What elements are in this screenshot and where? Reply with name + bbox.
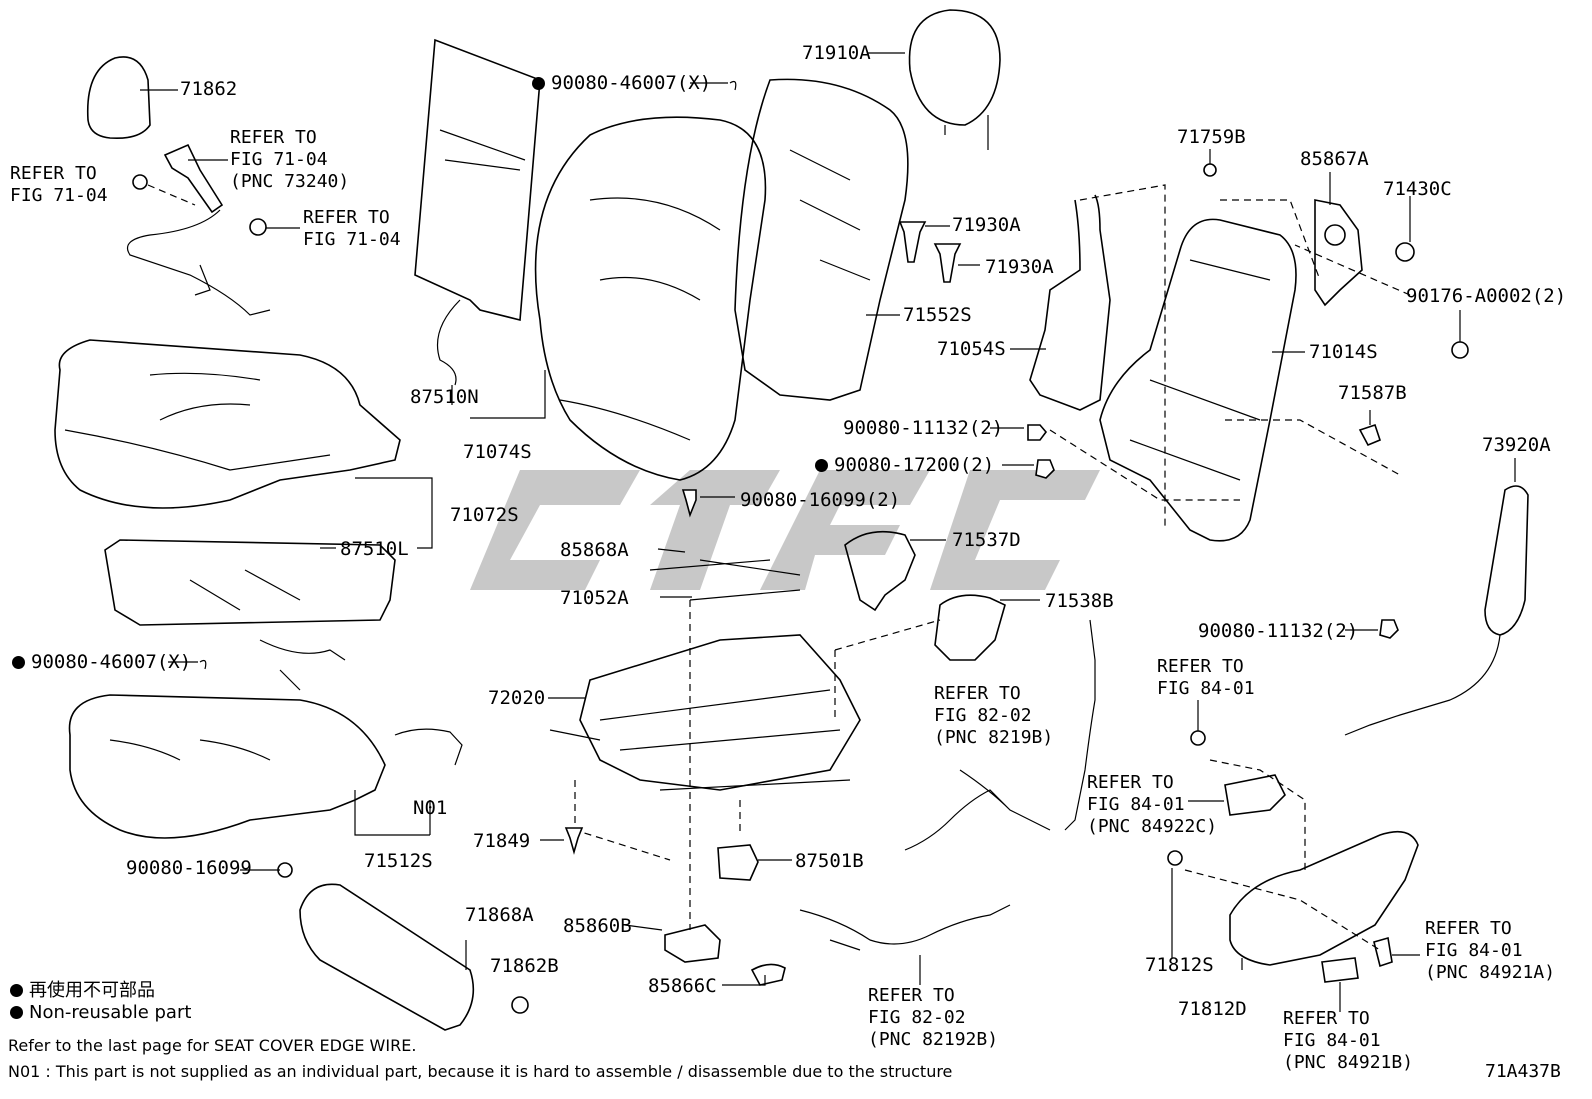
label-90080-16099-2[interactable]: 90080-16099(2) — [740, 489, 901, 511]
label-71812S[interactable]: 71812S — [1145, 954, 1214, 976]
part-number-text: 90080-46007(X) — [31, 651, 192, 673]
legend-jp-text: 再使用不可部品 — [29, 980, 155, 1001]
label-85860B[interactable]: 85860B — [563, 915, 632, 937]
note-n01: N01 : This part is not supplied as an in… — [8, 1062, 953, 1081]
label-85866C[interactable]: 85866C — [648, 975, 717, 997]
label-85868A[interactable]: 85868A — [560, 539, 629, 561]
diagram-id: 71A437B — [1485, 1061, 1561, 1082]
bracket-71538B-shape — [934, 594, 1006, 661]
label-90176-A0002[interactable]: 90176-A0002(2) — [1406, 285, 1567, 307]
label-N01[interactable]: N01 — [413, 797, 448, 819]
label-72020[interactable]: 72020 — [488, 687, 546, 709]
label-71512S[interactable]: 71512S — [364, 850, 433, 872]
clip-71587B-shape — [1358, 423, 1381, 447]
watermark — [470, 470, 1100, 590]
label-71430C[interactable]: 71430C — [1383, 178, 1452, 200]
side-airbag-shape — [1484, 485, 1529, 636]
label-87510N[interactable]: 87510N — [410, 386, 479, 408]
refer-fig-71-04-pnc-73240[interactable]: REFER TO FIG 71-04 (PNC 73240) — [230, 127, 350, 192]
nut-71759B-shape — [1203, 163, 1217, 177]
label-71849[interactable]: 71849 — [473, 830, 531, 852]
label-90080-11132-a[interactable]: 90080-11132(2) — [843, 417, 1004, 439]
part-number-text: 90080-46007(X) — [551, 72, 712, 94]
buckle-shape — [163, 143, 224, 214]
side-trim-shape — [299, 883, 475, 1031]
legend-jp: 再使用不可部品 — [10, 976, 155, 1002]
non-reusable-dot — [815, 459, 828, 472]
label-90080-17200[interactable]: 90080-17200(2) — [815, 454, 994, 476]
legend-dot-icon — [10, 984, 23, 997]
label-71052A[interactable]: 71052A — [560, 587, 629, 609]
refer-fig-71-04-left[interactable]: REFER TO FIG 71-04 — [10, 163, 108, 206]
non-reusable-dot — [532, 77, 545, 90]
note-edge-wire: Refer to the last page for SEAT COVER ED… — [8, 1036, 417, 1055]
legend-en-text: Non-reusable part — [29, 1002, 192, 1023]
label-90080-16099[interactable]: 90080-16099 — [126, 857, 252, 879]
label-71930A-2[interactable]: 71930A — [985, 256, 1054, 278]
guide-shape-1 — [898, 221, 927, 263]
lumbar-motor-shape — [1314, 199, 1363, 307]
side-cover-71812D-shape — [1229, 830, 1419, 966]
label-85867A[interactable]: 85867A — [1300, 148, 1369, 170]
heater-mat-shape — [104, 539, 396, 626]
refer-fig-71-04-right[interactable]: REFER TO FIG 71-04 — [303, 207, 401, 250]
side-bracket-shape — [1029, 194, 1111, 411]
module-87501B-shape — [717, 844, 759, 881]
label-71538B[interactable]: 71538B — [1045, 590, 1114, 612]
label-71862B[interactable]: 71862B — [490, 955, 559, 977]
refer-fig-84-01-pnc-84921b[interactable]: REFER TO FIG 84-01 (PNC 84921B) — [1283, 1008, 1414, 1073]
label-87501B[interactable]: 87501B — [795, 850, 864, 872]
refer-fig-84-01-pnc-84922c[interactable]: REFER TO FIG 84-01 (PNC 84922C) — [1087, 772, 1218, 837]
cap-84921A-shape — [1373, 936, 1393, 968]
bracket-71537D-shape — [844, 530, 916, 612]
cushion-pad-shape — [68, 694, 386, 839]
label-71862[interactable]: 71862 — [180, 78, 238, 100]
seat-cushion-shape — [54, 339, 401, 509]
headrest-shape — [908, 9, 1001, 126]
label-90080-46007-left[interactable]: 90080-46007(X) — [12, 651, 191, 673]
label-71054S[interactable]: 71054S — [937, 338, 1006, 360]
seat-track-shape — [579, 634, 861, 791]
part-71862-shape — [86, 56, 151, 140]
seatback-cover-shape — [534, 116, 767, 481]
refer-fig-84-01-pnc-84921a[interactable]: REFER TO FIG 84-01 (PNC 84921A) — [1425, 918, 1556, 983]
label-71074S[interactable]: 71074S — [463, 441, 532, 463]
label-71812D[interactable]: 71812D — [1178, 998, 1247, 1020]
legend-dot-icon — [10, 1006, 23, 1019]
seatback-pad-shape — [734, 78, 909, 401]
label-71587B[interactable]: 71587B — [1338, 382, 1407, 404]
back-panel-shape — [414, 38, 541, 322]
label-73920A[interactable]: 73920A — [1482, 434, 1551, 456]
refer-fig-82-02-pnc-8219b[interactable]: REFER TO FIG 82-02 (PNC 8219B) — [934, 683, 1054, 748]
label-71910A[interactable]: 71910A — [802, 42, 871, 64]
label-71552S[interactable]: 71552S — [903, 304, 972, 326]
cap-84921B-shape — [1321, 957, 1359, 983]
module-85860B-shape — [664, 924, 721, 963]
part-number-text: 90080-17200(2) — [834, 454, 995, 476]
guide-shape-2 — [933, 243, 962, 283]
refer-fig-82-02-pnc-82192b[interactable]: REFER TO FIG 82-02 (PNC 82192B) — [868, 985, 999, 1050]
seat-frame-shape — [1099, 218, 1297, 542]
label-71868A[interactable]: 71868A — [465, 904, 534, 926]
legend-en: Non-reusable part — [10, 1002, 191, 1023]
label-90080-11132-b[interactable]: 90080-11132(2) — [1198, 620, 1359, 642]
non-reusable-dot — [12, 656, 25, 669]
label-71759B[interactable]: 71759B — [1177, 126, 1246, 148]
refer-fig-84-01[interactable]: REFER TO FIG 84-01 — [1157, 656, 1255, 699]
label-87510L[interactable]: 87510L — [340, 538, 409, 560]
cover-85866C-shape — [750, 963, 786, 986]
label-71930A-1[interactable]: 71930A — [952, 214, 1021, 236]
label-90080-46007-top[interactable]: 90080-46007(X) — [532, 72, 711, 94]
clip-71430C-shape — [1395, 242, 1415, 262]
label-71537D[interactable]: 71537D — [952, 529, 1021, 551]
label-71014S[interactable]: 71014S — [1309, 341, 1378, 363]
label-71072S[interactable]: 71072S — [450, 504, 519, 526]
connector-84922C-shape — [1224, 774, 1286, 816]
